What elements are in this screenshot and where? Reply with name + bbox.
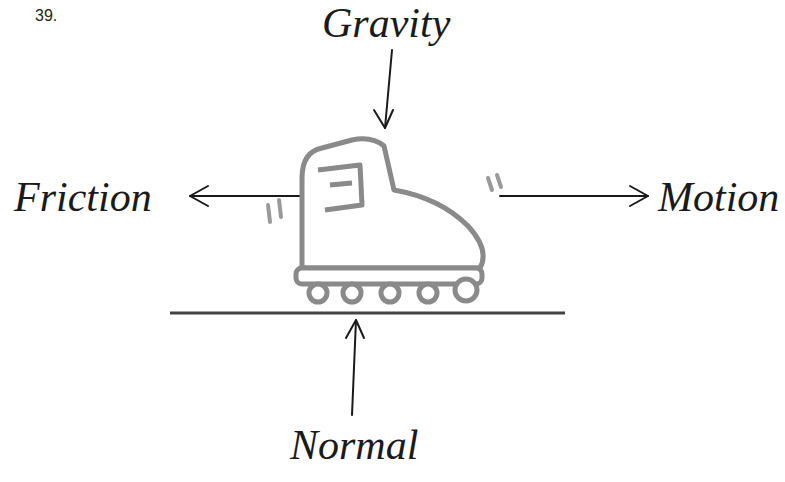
arrow-head <box>630 186 648 206</box>
force-arrow <box>352 320 356 415</box>
ground-line <box>170 312 565 315</box>
arrow-head <box>374 110 393 128</box>
callout-number: 39. <box>35 8 57 24</box>
force-label: Friction <box>14 176 152 218</box>
motion-marks <box>268 175 501 222</box>
motion-label: Motion <box>658 176 779 218</box>
force-arrow <box>190 195 300 197</box>
motion-arrow <box>500 195 648 197</box>
force-label: Normal <box>290 424 418 466</box>
force-label: Gravity <box>322 2 450 44</box>
arrow-head <box>190 186 208 206</box>
inline-skate <box>296 139 483 302</box>
arrow-head <box>346 320 364 338</box>
